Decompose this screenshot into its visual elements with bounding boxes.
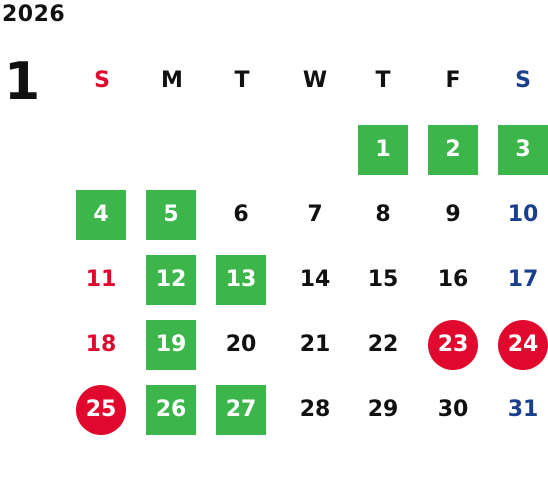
day-cell-8[interactable]: 8: [375, 202, 391, 227]
day-cell-28[interactable]: 28: [299, 397, 331, 422]
day-cell-17[interactable]: 17: [507, 267, 539, 292]
day-cell-9[interactable]: 9: [445, 202, 461, 227]
day-cell-20[interactable]: 20: [225, 332, 257, 357]
day-cell-5[interactable]: 5: [146, 190, 196, 240]
weekday-thu: T: [375, 68, 391, 93]
year-label: 2026: [2, 2, 66, 27]
day-cell-2[interactable]: 2: [428, 125, 478, 175]
day-cell-24[interactable]: 24: [498, 320, 548, 370]
weekday-tue: T: [234, 68, 250, 93]
day-cell-3[interactable]: 3: [498, 125, 548, 175]
day-cell-14[interactable]: 14: [299, 267, 331, 292]
day-cell-26[interactable]: 26: [146, 385, 196, 435]
weekday-sun: S: [94, 68, 110, 93]
day-cell-15[interactable]: 15: [367, 267, 399, 292]
month-label: 1: [4, 52, 41, 112]
day-cell-23[interactable]: 23: [428, 320, 478, 370]
weekday-sat: S: [515, 68, 531, 93]
day-cell-27[interactable]: 27: [216, 385, 266, 435]
day-cell-29[interactable]: 29: [367, 397, 399, 422]
weekday-fri: F: [445, 68, 461, 93]
day-cell-11[interactable]: 11: [85, 267, 117, 292]
weekday-wed: W: [302, 68, 328, 93]
day-cell-12[interactable]: 12: [146, 255, 196, 305]
day-cell-7[interactable]: 7: [307, 202, 323, 227]
day-cell-6[interactable]: 6: [233, 202, 249, 227]
day-cell-13[interactable]: 13: [216, 255, 266, 305]
day-cell-1[interactable]: 1: [358, 125, 408, 175]
day-cell-16[interactable]: 16: [437, 267, 469, 292]
day-cell-31[interactable]: 31: [507, 397, 539, 422]
day-cell-30[interactable]: 30: [437, 397, 469, 422]
day-cell-21[interactable]: 21: [299, 332, 331, 357]
day-cell-10[interactable]: 10: [507, 202, 539, 227]
day-cell-19[interactable]: 19: [146, 320, 196, 370]
weekday-mon: M: [161, 68, 183, 93]
day-cell-25[interactable]: 25: [76, 385, 126, 435]
day-cell-18[interactable]: 18: [85, 332, 117, 357]
day-cell-4[interactable]: 4: [76, 190, 126, 240]
day-cell-22[interactable]: 22: [367, 332, 399, 357]
